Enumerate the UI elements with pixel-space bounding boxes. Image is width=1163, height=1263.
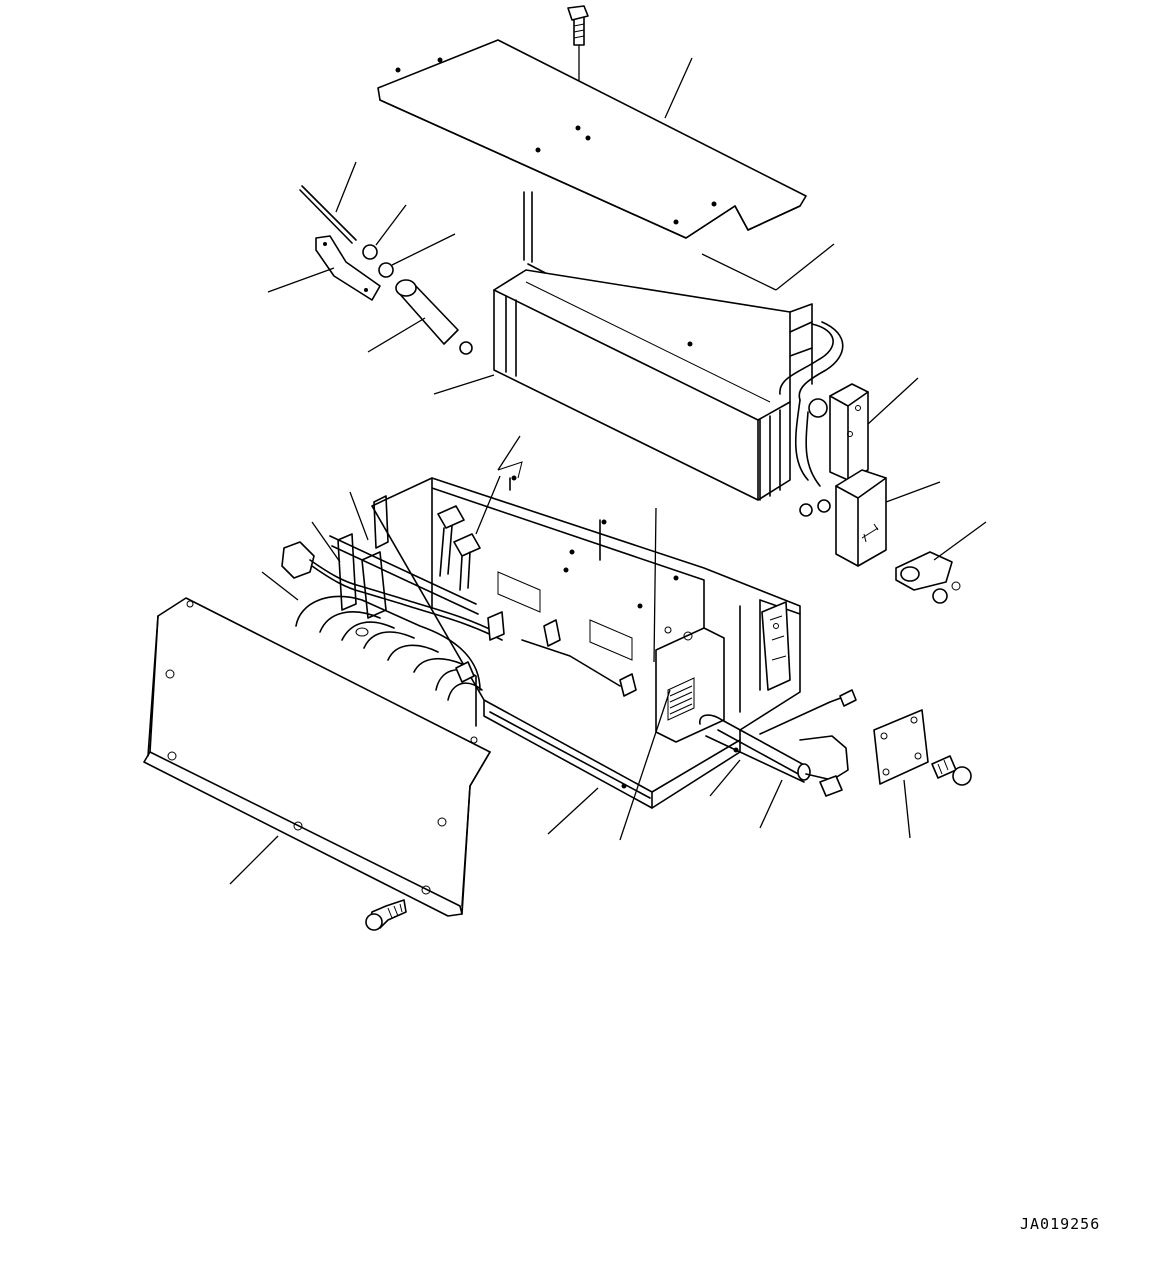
thermistor-probe <box>299 161 473 355</box>
cover-plate <box>873 709 972 839</box>
top-cover <box>377 39 807 239</box>
tube-fitting <box>699 689 857 829</box>
bracket <box>267 235 381 301</box>
panel-bolt <box>365 899 407 931</box>
front-panel <box>143 597 491 917</box>
evaporator <box>433 269 844 517</box>
blower-housing <box>371 475 801 841</box>
heater-core <box>261 571 483 727</box>
connector-harness <box>281 435 637 697</box>
side-plate <box>761 601 791 691</box>
relay <box>895 521 987 604</box>
drawing-id-label: JA019256 <box>1020 1215 1101 1233</box>
top-bolt <box>567 5 589 132</box>
expansion-valve <box>829 377 941 567</box>
